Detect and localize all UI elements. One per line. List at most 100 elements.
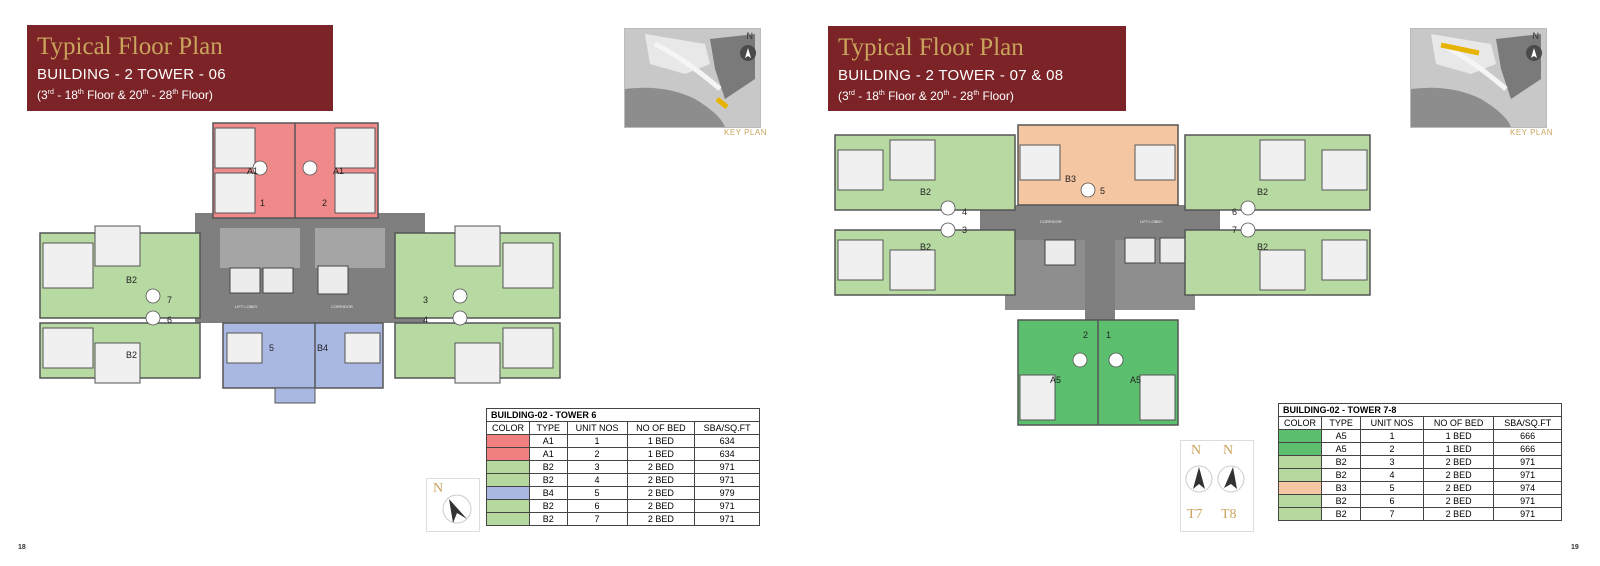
north-compass-icon [442,494,472,524]
plan-label-unit-6: 6 [167,315,172,325]
cell-unit: 1 [1360,429,1424,443]
plan-label-unit-7: 7 [1232,225,1237,235]
cell-bed: 1 BED [1422,442,1495,456]
cell-unit: 4 [566,473,628,487]
cell-type: A1 [529,434,568,448]
col-unit-nos: UNIT NOS [1360,416,1424,430]
cell-type: B2 [529,460,568,474]
plan-label-unit-4: 4 [962,207,967,217]
col-color: COLOR [486,421,530,435]
page-title: Typical Floor Plan [37,33,223,60]
building-tower-subtitle: BUILDING - 2 TOWER - 06 [37,66,226,83]
color-swatch [486,512,530,526]
color-swatch [486,460,530,474]
col-no-of-bed: NO OF BED [1422,416,1495,430]
page-number: 19 [1571,544,1579,551]
key-plan-label: KEY PLAN [1510,128,1553,137]
color-swatch [1278,455,1322,469]
cell-type: B2 [529,499,568,513]
col-unit-nos: UNIT NOS [566,421,628,435]
unit-table-tower-07-08: BUILDING-02 - TOWER 7-8 COLOR TYPE UNIT … [1278,403,1562,521]
key-plan-map: N [624,28,761,128]
plan-label-b3: B3 [1065,174,1076,184]
cell-unit: 3 [566,460,628,474]
plan-label-unit-3: 3 [423,295,428,305]
title-box-tower-06: Typical Floor Plan BUILDING - 2 TOWER - … [27,25,333,111]
color-swatch [1278,507,1322,521]
plan-label-corridor: CORRIDOR [331,304,353,309]
cell-type: B2 [1320,455,1362,469]
north-arrows-t7-t8: N N T7 T8 [1180,440,1254,532]
plan-label-b2: B2 [126,350,137,360]
cell-sba: 971 [694,460,760,474]
color-swatch [1278,442,1322,456]
north-letter-t8: N [1223,443,1234,458]
cell-type: B2 [1320,507,1362,521]
plan-label-unit-7: 7 [167,295,172,305]
plan-label-b2: B2 [920,187,931,197]
unit-table-tower-06: BUILDING-02 - TOWER 6 COLOR TYPE UNIT NO… [486,408,760,526]
cell-unit: 2 [1360,442,1424,456]
plan-label-b2: B2 [1257,242,1268,252]
cell-type: B4 [529,486,568,500]
cell-bed: 2 BED [626,460,696,474]
key-plan-label: KEY PLAN [724,128,767,137]
plan-label-unit-5: 5 [269,343,274,353]
color-swatch [1278,429,1322,443]
color-swatch [486,473,530,487]
floor-range: (3rd - 18th Floor & 20th - 28th Floor) [37,88,213,102]
cell-unit: 2 [566,447,628,461]
north-letter: N [433,481,444,496]
table-title: BUILDING-02 - TOWER 7-8 [1278,403,1562,417]
key-plan-north-icon [740,45,756,61]
cell-sba: 979 [694,486,760,500]
cell-bed: 1 BED [1422,429,1495,443]
key-plan-north-letter: N [746,31,754,41]
col-sba: SBA/SQ.FT [694,421,760,435]
plan-label-b2: B2 [1257,187,1268,197]
cell-sba: 971 [694,499,760,513]
cell-bed: 1 BED [626,447,696,461]
cell-type: A1 [529,447,568,461]
cell-bed: 2 BED [1422,468,1495,482]
tower-label-t8: T8 [1221,507,1237,522]
cell-type: B2 [1320,468,1362,482]
cell-type: A5 [1320,442,1362,456]
plan-label-b2: B2 [126,275,137,285]
plan-label-unit-1: 1 [1106,330,1111,340]
page-number: 18 [18,544,26,551]
cell-sba: 971 [1493,468,1562,482]
plan-label-unit-6: 6 [1232,207,1237,217]
cell-unit: 5 [1360,481,1424,495]
cell-unit: 6 [1360,494,1424,508]
cell-unit: 7 [1360,507,1424,521]
key-plan-image [625,29,760,127]
color-swatch [486,486,530,500]
tower-label-t7: T7 [1187,507,1203,522]
floor-range: (3rd - 18th Floor & 20th - 28th Floor) [838,89,1014,103]
cell-unit: 3 [1360,455,1424,469]
plan-label-unit-3: 3 [962,225,967,235]
north-letter-t7: N [1191,443,1202,458]
cell-sba: 666 [1493,442,1562,456]
north-arrow-box: N [426,478,480,532]
floor-plan-tower-06: A1 A1 1 2 B2 B2 7 6 3 4 5 B4 CORRIDOR LI… [39,122,561,404]
plan-label-unit-5: 5 [1100,186,1105,196]
cell-unit: 4 [1360,468,1424,482]
title-box-tower-07-08: Typical Floor Plan BUILDING - 2 TOWER - … [828,26,1126,111]
cell-sba: 974 [1493,481,1562,495]
north-compass-icon [1185,465,1245,493]
cell-bed: 2 BED [626,499,696,513]
cell-unit: 1 [566,434,628,448]
